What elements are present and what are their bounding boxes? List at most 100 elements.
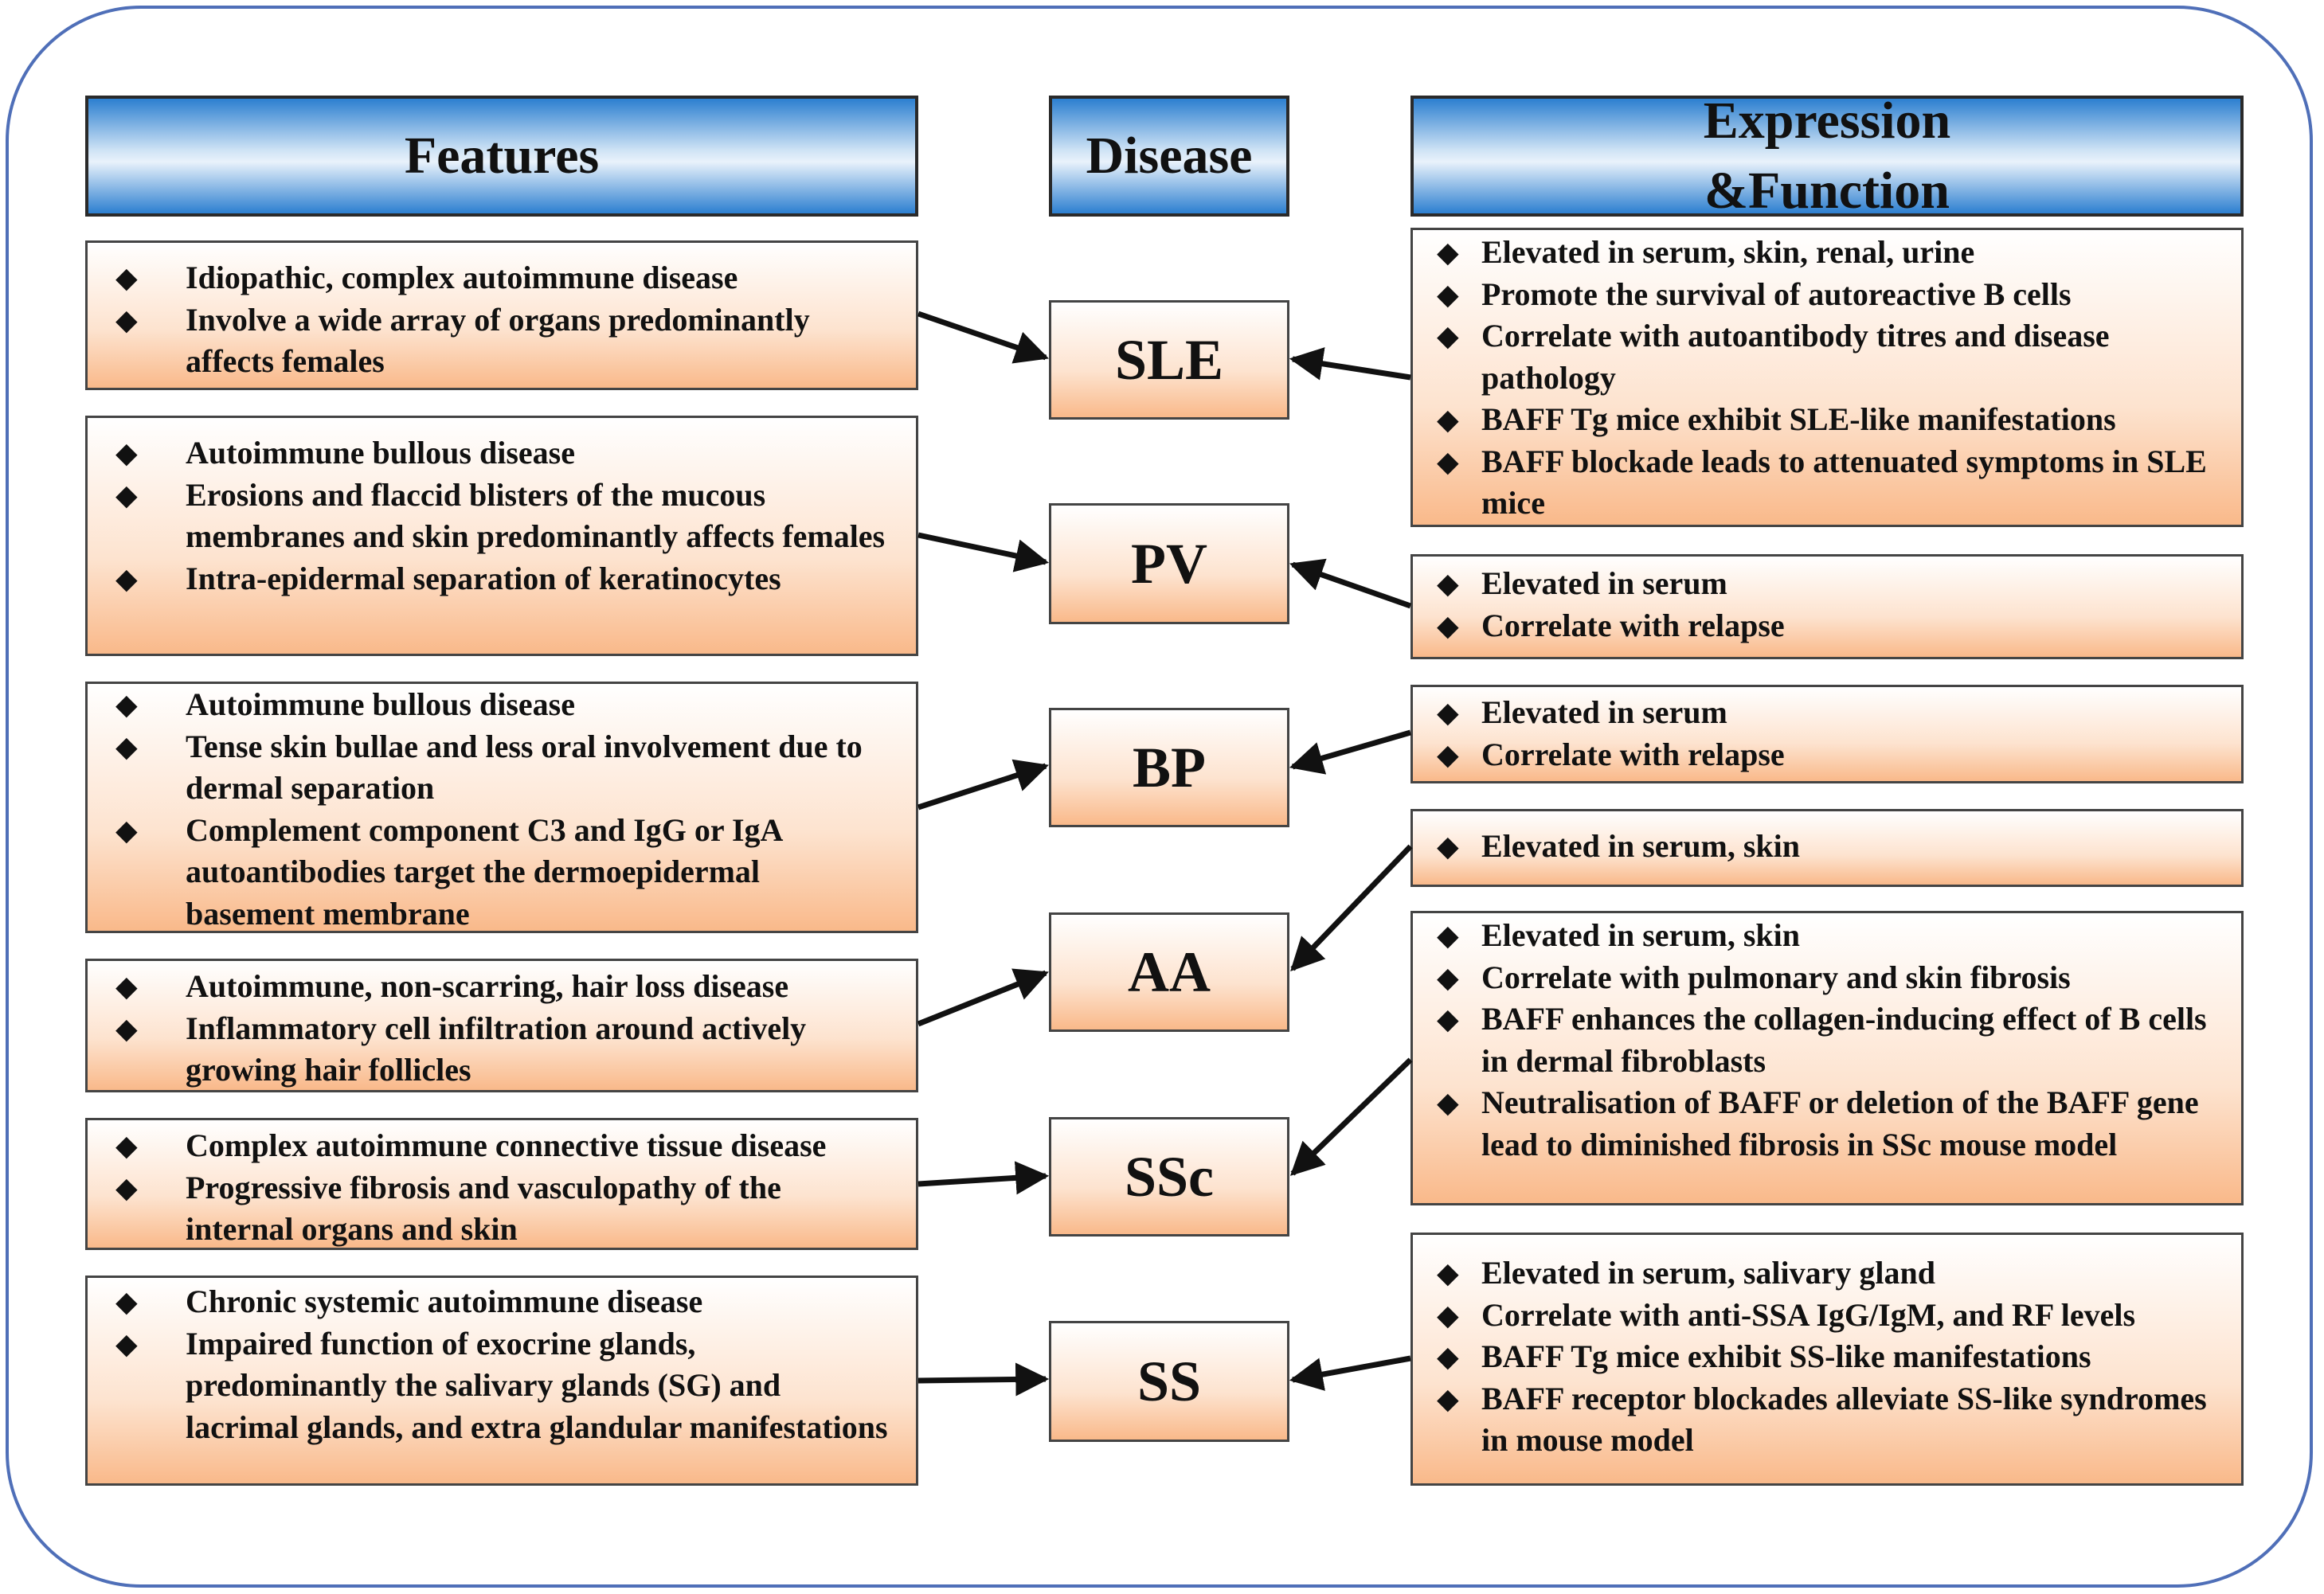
diamond-bullet-icon: ◆ <box>115 562 138 595</box>
bullet-item: ◆Elevated in serum, skin, renal, urine <box>1413 232 2227 274</box>
bullet-item: ◆Autoimmune bullous disease <box>88 684 897 726</box>
diamond-bullet-icon: ◆ <box>1437 568 1459 600</box>
features-list-bp: ◆Autoimmune bullous disease◆Tense skin b… <box>88 684 916 935</box>
diamond-bullet-icon: ◆ <box>115 1130 138 1162</box>
bullet-item: ◆Complement component C3 and IgG or IgA … <box>88 810 897 936</box>
diamond-bullet-icon: ◆ <box>115 1012 138 1045</box>
bullet-item: ◆ Impaired function of exocrine glands, p… <box>88 1323 897 1449</box>
features-box-sle: ◆Idiopathic, complex autoimmune disease◆… <box>85 240 918 390</box>
diamond-bullet-icon: ◆ <box>115 262 138 294</box>
expression-header-line1: Expression <box>1703 92 1951 150</box>
bullet-text: Idiopathic, complex autoimmune disease <box>186 260 738 295</box>
bullet-text: Correlate with relapse <box>1481 607 1785 643</box>
arrow-expression-to-sle <box>1289 347 1411 381</box>
bullet-text: Promote the survival of autoreactive B c… <box>1481 275 2072 312</box>
bullet-text: Progressive fibrosis and vasculopathy of… <box>186 1169 781 1248</box>
expression-list-bp: ◆Elevated in serum◆Correlate with relaps… <box>1413 687 2241 776</box>
bullet-text: Elevated in serum <box>1481 565 1727 601</box>
expression-list-ssc: ◆Elevated in serum, skin◆Correlate with … <box>1413 913 2241 1166</box>
bullet-item: ◆ Promote the survival of autoreactive B … <box>1413 274 2227 316</box>
bullet-text: Tense skin bullae and less oral involvem… <box>186 728 863 807</box>
arrow-features-to-bp <box>917 759 1049 811</box>
diamond-bullet-icon: ◆ <box>1437 404 1459 436</box>
bullet-text: Elevated in serum, skin <box>1481 917 1801 953</box>
diamond-bullet-icon: ◆ <box>1437 920 1459 951</box>
bullet-text: BAFF Tg mice exhibit SLE-like manifestat… <box>1481 401 2116 437</box>
features-box-pv: ◆ Autoimmune bullous disease ◆Erosions and… <box>85 416 918 656</box>
bullet-text: Complement component C3 and IgG or IgA a… <box>186 811 782 932</box>
bullet-text: Correlate with anti-SSA IgG/IgM, and RF … <box>1481 1296 2136 1333</box>
bullet-text: BAFF enhances the collagen-inducing effe… <box>1481 1001 2207 1079</box>
disease-box-aa: AA <box>1049 912 1289 1032</box>
bullet-text: BAFF blockade leads to attenuated sympto… <box>1481 443 2207 522</box>
arrow-expression-to-pv <box>1289 558 1412 609</box>
arrow-features-to-pv <box>917 532 1050 572</box>
bullet-text: Complex autoimmune connective tissue dis… <box>186 1127 827 1163</box>
disease-box-bp: BP <box>1049 708 1289 827</box>
features-box-ss: ◆Chronic systemic autoimmune disease◆Imp… <box>85 1276 918 1486</box>
disease-header: Disease <box>1049 96 1289 217</box>
bullet-text: Intra-epidermal separation of keratinocy… <box>186 560 781 596</box>
arrow-features-to-sle <box>917 311 1049 364</box>
bullet-item: ◆Erosions and flaccid blisters of the mu… <box>88 475 897 558</box>
bullet-text: Correlate with relapse <box>1481 736 1785 772</box>
features-header: Features <box>85 96 918 217</box>
bullet-text: Correlate with autoantibody titres and d… <box>1481 318 2110 396</box>
bullet-text: Impaired function of exocrine glands, pr… <box>186 1325 888 1445</box>
arrow-features-to-ss <box>917 1362 1050 1397</box>
expression-box-aa: ◆Elevated in serum, skin <box>1410 809 2244 887</box>
bullet-item: ◆ BAFF Tg mice exhibit SLE-like manifesta… <box>1413 399 2227 441</box>
diamond-bullet-icon: ◆ <box>115 730 138 763</box>
disease-box-ssc: SSc <box>1049 1117 1289 1237</box>
bullet-item: ◆ Complex autoimmune connective tissue di… <box>88 1125 897 1167</box>
diamond-bullet-icon: ◆ <box>1437 1257 1459 1289</box>
disease-box-ss: SS <box>1049 1321 1289 1442</box>
bullet-item: ◆Progressive fibrosis and vasculopathy o… <box>88 1167 897 1251</box>
bullet-item: ◆Inflammatory cell infiltration around a… <box>88 1008 897 1092</box>
expression-header-line2: &Function <box>1704 162 1950 220</box>
bullet-text: Neutralisation of BAFF or deletion of th… <box>1481 1084 2199 1162</box>
diamond-bullet-icon: ◆ <box>1437 1341 1459 1373</box>
features-list-aa: ◆Autoimmune, non-scarring, hair loss dis… <box>88 961 916 1092</box>
diamond-bullet-icon: ◆ <box>115 437 138 469</box>
arrow-expression-to-bp <box>1289 729 1411 775</box>
bullet-text: BAFF receptor blockades alleviate SS-lik… <box>1481 1380 2207 1459</box>
diamond-bullet-icon: ◆ <box>1437 1003 1459 1035</box>
bullet-text: Autoimmune bullous disease <box>186 435 575 471</box>
expression-list-sle: ◆Elevated in serum, skin, renal, urine ◆ P… <box>1413 230 2241 525</box>
expression-list-pv: ◆ Elevated in serum ◆ Correlate with relaps… <box>1413 557 2241 647</box>
bullet-item: ◆Correlate with pulmonary and skin fibro… <box>1413 957 2227 999</box>
bullet-item: ◆Elevated in serum, skin <box>1413 826 2227 868</box>
diamond-bullet-icon: ◆ <box>115 971 138 1002</box>
bullet-text: Involve a wide array of organs predomina… <box>186 301 810 380</box>
expression-box-bp: ◆Elevated in serum◆Correlate with relaps… <box>1410 685 2244 783</box>
diamond-bullet-icon: ◆ <box>1437 320 1459 352</box>
diamond-bullet-icon: ◆ <box>115 479 138 511</box>
diamond-bullet-icon: ◆ <box>1437 278 1459 311</box>
bullet-text: Elevated in serum, salivary gland <box>1481 1255 1936 1291</box>
expression-function-header: Expression &Function <box>1410 92 2244 220</box>
disease-box-pv: PV <box>1049 503 1289 624</box>
diamond-bullet-icon: ◆ <box>115 1327 138 1360</box>
diamond-bullet-icon: ◆ <box>115 1286 138 1318</box>
bullet-text: Elevated in serum, skin <box>1481 828 1801 864</box>
diamond-bullet-icon: ◆ <box>1437 609 1459 642</box>
bullet-item: ◆ Correlate with relapse <box>1413 605 2227 647</box>
diamond-bullet-icon: ◆ <box>1437 445 1459 478</box>
bullet-item: ◆ Elevated in serum, skin <box>1413 915 2227 957</box>
bullet-item: ◆ Elevated in serum <box>1413 563 2227 605</box>
arrow-expression-to-ss <box>1289 1355 1411 1391</box>
bullet-item: ◆ Tense skin bullae and less oral involve… <box>88 726 897 810</box>
bullet-item: ◆ Elevated in serum, salivary gland <box>1413 1252 2227 1295</box>
bullet-item: ◆ BAFF blockade leads to attenuated sympt… <box>1413 441 2227 525</box>
bullet-item: ◆ BAFF Tg mice exhibit SS-like manifestat… <box>1413 1336 2227 1378</box>
arrow-features-to-aa <box>917 968 1049 1027</box>
bullet-text: Correlate with pulmonary and skin fibros… <box>1481 959 2071 995</box>
features-box-ssc: ◆ Complex autoimmune connective tissue di… <box>85 1118 918 1250</box>
features-box-bp: ◆Autoimmune bullous disease◆Tense skin b… <box>85 682 918 933</box>
features-list-sle: ◆Idiopathic, complex autoimmune disease◆… <box>88 243 916 383</box>
features-header-label: Features <box>404 127 600 185</box>
diamond-bullet-icon: ◆ <box>115 689 138 721</box>
bullet-text: BAFF Tg mice exhibit SS-like manifestati… <box>1481 1338 2091 1374</box>
features-list-ss: ◆Chronic systemic autoimmune disease◆Imp… <box>88 1278 916 1448</box>
